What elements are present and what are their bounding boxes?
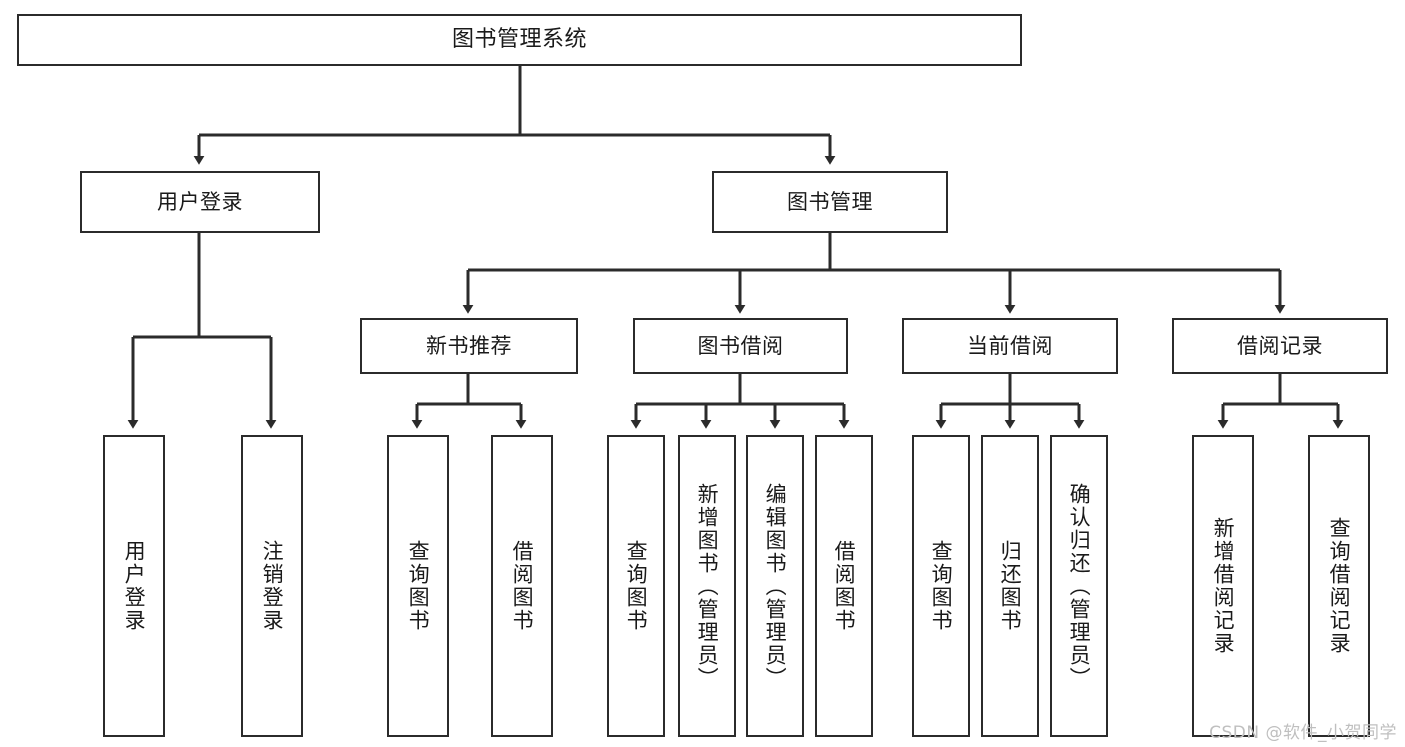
node-label: 图书管理: [787, 189, 873, 214]
node-label: 查询图书: [624, 540, 649, 632]
leaf-add-borrow-record[interactable]: 新增借阅记录: [1192, 435, 1254, 737]
leaf-query-book-borrow[interactable]: 查询图书: [607, 435, 665, 737]
node-borrow-record[interactable]: 借阅记录: [1172, 318, 1388, 374]
node-label: 确认归还（管理员）: [1067, 482, 1092, 690]
node-current-borrow[interactable]: 当前借阅: [902, 318, 1118, 374]
leaf-logout-login[interactable]: 注销登录: [241, 435, 303, 737]
node-label: 用户登录: [157, 189, 243, 214]
node-new-book-recommend[interactable]: 新书推荐: [360, 318, 578, 374]
watermark-label: CSDN @软件_小贺同学: [1209, 723, 1397, 743]
node-label: 借阅记录: [1237, 333, 1323, 358]
node-label: 用户登录: [122, 540, 147, 632]
node-label: 查询图书: [406, 540, 431, 632]
node-label: 当前借阅: [967, 333, 1053, 358]
node-label: 新增图书（管理员）: [695, 482, 720, 690]
node-book-manage[interactable]: 图书管理: [712, 171, 948, 233]
leaf-return-book[interactable]: 归还图书: [981, 435, 1039, 737]
node-label: 新增借阅记录: [1211, 517, 1236, 655]
leaf-edit-book[interactable]: 编辑图书（管理员）: [746, 435, 804, 737]
leaf-query-borrow-record[interactable]: 查询借阅记录: [1308, 435, 1370, 737]
node-book-borrow[interactable]: 图书借阅: [633, 318, 848, 374]
leaf-query-book-current[interactable]: 查询图书: [912, 435, 970, 737]
node-label: 查询图书: [929, 540, 954, 632]
node-label: 图书借阅: [697, 333, 784, 358]
node-user-login[interactable]: 用户登录: [80, 171, 320, 233]
node-label: 图书管理系统: [451, 26, 587, 52]
leaf-borrow-book-recommend[interactable]: 借阅图书: [491, 435, 553, 737]
node-label: 借阅图书: [832, 540, 857, 632]
leaf-user-login[interactable]: 用户登录: [103, 435, 165, 737]
leaf-confirm-return[interactable]: 确认归还（管理员）: [1050, 435, 1108, 737]
node-label: 新书推荐: [426, 333, 512, 358]
node-root-book-management-system[interactable]: 图书管理系统: [17, 14, 1022, 66]
node-label: 查询借阅记录: [1327, 517, 1352, 655]
leaf-query-book-recommend[interactable]: 查询图书: [387, 435, 449, 737]
node-label: 借阅图书: [510, 540, 535, 632]
node-label: 归还图书: [998, 540, 1023, 632]
node-label: 注销登录: [260, 540, 285, 632]
leaf-borrow-book-borrow[interactable]: 借阅图书: [815, 435, 873, 737]
node-label: 编辑图书（管理员）: [763, 482, 788, 690]
leaf-add-book[interactable]: 新增图书（管理员）: [678, 435, 736, 737]
